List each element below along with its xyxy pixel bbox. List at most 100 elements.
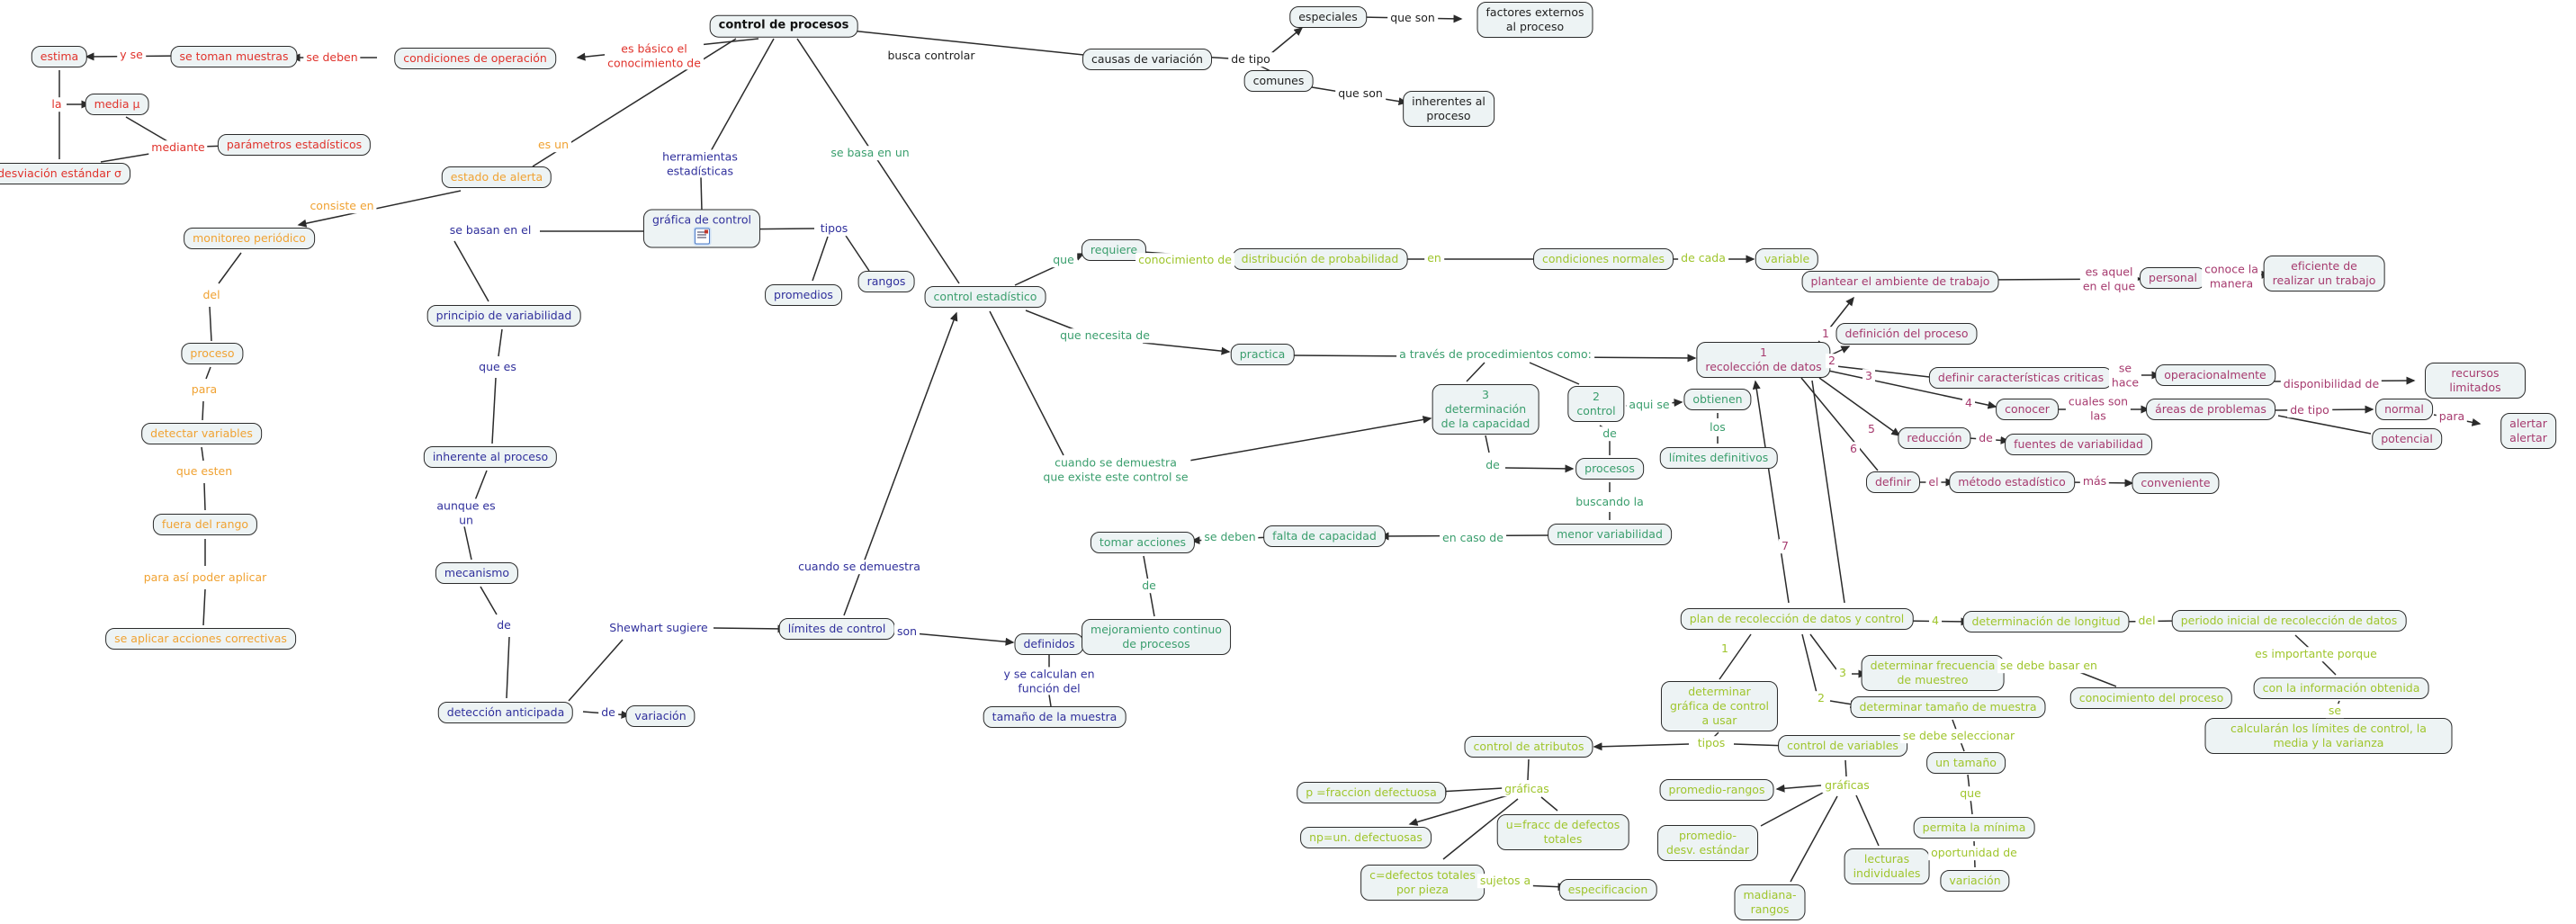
link-label-de-tipo[interactable]: de tipo [1228,52,1273,67]
concept-mejoramiento-continuo-de-procesos[interactable]: mejoramiento continuo de procesos [1082,619,1231,655]
concept-áreas-de-problemas[interactable]: áreas de problemas [2146,399,2275,420]
concept-promediorangos[interactable]: promedio-rangos [1659,779,1774,801]
link-label-se-debe-basar-en[interactable]: se debe basar en [1997,659,2100,673]
link-label-cuando-se-demuestra-que[interactable]: cuando se demuestra que existe este cont… [1040,455,1191,484]
concept-plan-de-recolección-de[interactable]: plan de recolección de datos y control [1680,608,1914,630]
link-label-shewhart-sugiere[interactable]: Shewhart sugiere [606,621,711,635]
concept-periodo-inicial-de-recolección[interactable]: periodo inicial de recolección de datos [2171,610,2407,632]
link-label-disponibilidad-de[interactable]: disponibilidad de [2280,377,2383,391]
link-label-5[interactable]: 5 [1865,422,1878,436]
concept-con-la-información-obtenida[interactable]: con la información obtenida [2253,677,2429,699]
concept-plantear-el-ambiente-de[interactable]: plantear el ambiente de trabajo [1801,271,1999,292]
link-label-se-hace[interactable]: se hace [2108,361,2142,390]
concept-conveniente[interactable]: conveniente [2132,472,2220,494]
concept-eficiente-de-realizar-un[interactable]: eficiente de realizar un trabajo [2263,256,2385,292]
concept-mecanismo[interactable]: mecanismo [435,562,519,584]
concept-normal[interactable]: normal [2375,399,2433,420]
concept-reducción[interactable]: reducción [1898,427,1971,449]
concept-causas-de-variación[interactable]: causas de variación [1082,49,1212,70]
link-label-7[interactable]: 7 [1779,539,1791,553]
link-label-tipos[interactable]: tipos [1694,736,1728,750]
link-label-cuales-son-las[interactable]: cuales son las [2065,394,2132,423]
concept-método-estadístico[interactable]: método estadístico [1949,471,2075,493]
concept-comunes[interactable]: comunes [1243,70,1314,92]
concept-personal[interactable]: personal [2140,267,2206,289]
link-label-gráficas[interactable]: gráficas [1822,778,1872,793]
link-label-tipos[interactable]: tipos [817,221,851,236]
concept-factores-externos-al-proceso[interactable]: factores externos al proceso [1476,2,1593,38]
concept-parámetros-estadísticos[interactable]: parámetros estadísticos [217,134,372,156]
concept-1-recolección-de-datos[interactable]: 1 recolección de datos [1696,342,1831,378]
link-label-4[interactable]: 4 [1929,614,1942,628]
link-label-de[interactable]: de [1600,426,1620,441]
concept-control-de-procesos[interactable]: control de procesos [709,14,858,38]
link-label-1[interactable]: 1 [1719,641,1731,656]
link-label-para-así-poder-aplicar[interactable]: para así poder aplicar [140,570,270,585]
link-label-de[interactable]: de [1139,579,1159,593]
link-label-son[interactable]: son [893,624,920,639]
link-label-de[interactable]: de [598,705,618,720]
concept-definir[interactable]: definir [1865,471,1921,493]
link-label-del[interactable]: del [200,288,223,302]
link-label-oportunidad-de[interactable]: oportunidad de [1928,846,2020,860]
concept-menor-variabilidad[interactable]: menor variabilidad [1548,524,1672,545]
concept-determinar-frecuencia-de-muestreo[interactable]: determinar frecuencia de muestreo [1861,655,2005,691]
concept-control-de-atributos[interactable]: control de atributos [1464,736,1593,758]
link-label-conocimiento-de[interactable]: conocimiento de [1135,253,1234,267]
concept-madiana-rangos[interactable]: madiana- rangos [1734,884,1806,920]
concept-potencial[interactable]: potencial [2372,428,2442,450]
concept-tamaño-de-la-muestra[interactable]: tamaño de la muestra [983,706,1126,728]
concept-desviación-estándar[interactable]: desviación estándar σ [0,163,130,184]
concept-especiales[interactable]: especiales [1289,6,1367,28]
concept-calcularán-los-límites-de[interactable]: calcularán los límites de control, la me… [2204,718,2453,754]
concept-requiere[interactable]: requiere [1081,239,1147,261]
concept-cdefectos-totales-por-pieza[interactable]: c=defectos totales por pieza [1360,865,1485,901]
link-label-de[interactable]: de [1483,458,1503,472]
link-label-y-se-calculan-en[interactable]: y se calculan en función del [1001,667,1098,695]
concept-especificacion[interactable]: especificacion [1558,879,1657,901]
concept-definidos[interactable]: definidos [1014,633,1084,655]
link-label-que-esten[interactable]: que esten [173,464,236,479]
link-label-los[interactable]: los [1707,420,1728,435]
concept-alertar-alertar[interactable]: alertar alertar [2500,413,2556,449]
concept-ufracc-de-defectos-totales[interactable]: u=fracc de defectos totales [1496,814,1629,850]
concept-fuera-del-rango[interactable]: fuera del rango [152,514,258,535]
concept-3-determinación-de-la[interactable]: 3 determinación de la capacidad [1432,384,1539,435]
link-label-se-deben[interactable]: se deben [303,50,361,65]
link-label-mediante[interactable]: mediante [148,140,208,155]
link-label-más[interactable]: más [2079,474,2110,489]
concept-recursos-limitados[interactable]: recursos limitados [2425,363,2526,399]
concept-tomar-acciones[interactable]: tomar acciones [1090,532,1196,553]
concept-detectar-variables[interactable]: detectar variables [141,423,262,444]
link-label-se-basan-en-el[interactable]: se basan en el [446,223,534,238]
link-label-3[interactable]: 3 [1836,666,1849,680]
link-label-es-básico-el-conocimiento[interactable]: es básico el conocimiento de [605,41,704,70]
concept-rangos[interactable]: rangos [857,271,915,292]
concept-principio-de-variabilidad[interactable]: principio de variabilidad [426,305,581,327]
link-label-1[interactable]: 1 [1819,327,1832,341]
link-label-herramientas-estadísticas[interactable]: herramientas estadísticas [660,149,740,178]
link-label-se-debe-seleccionar[interactable]: se debe seleccionar [1899,729,2018,743]
concept-gráfica-de-control[interactable]: gráfica de control [642,209,761,248]
link-label-conoce-la-manera[interactable]: conoce la manera [2202,262,2261,291]
link-label-6[interactable]: 6 [1847,442,1860,456]
concept-definición-del-proceso[interactable]: definición del proceso [1836,323,1978,345]
link-label-que[interactable]: que [1050,253,1077,267]
link-label-la[interactable]: la [49,97,65,112]
link-label-sujetos-a[interactable]: sujetos a [1476,874,1534,888]
concept-estima[interactable]: estima [31,46,88,67]
concept-determinación-de-longitud[interactable]: determinación de longitud [1962,611,2130,632]
link-label-aunque-es-un[interactable]: aunque es un [434,498,498,527]
concept-monitoreo-periódico[interactable]: monitoreo periódico [184,228,315,249]
concept-npun-defectuosas[interactable]: np=un. defectuosas [1300,827,1432,848]
concept-inherentes-al-proceso[interactable]: inherentes al proceso [1403,91,1494,127]
link-label-es-aquel-en-el[interactable]: es aquel en el que [2079,265,2139,293]
link-label-es-un[interactable]: es un [534,138,572,152]
link-label-2[interactable]: 2 [1826,354,1838,368]
concept-se-toman-muestras[interactable]: se toman muestras [170,46,298,67]
concept-obtienen[interactable]: obtienen [1683,389,1752,410]
link-label-buscando-la[interactable]: buscando la [1573,495,1647,509]
concept-inherente-al-proceso[interactable]: inherente al proceso [423,446,558,468]
concept-determinar-tamaño-de-muestra[interactable]: determinar tamaño de muestra [1850,696,2046,718]
link-label-en[interactable]: en [1424,251,1444,265]
